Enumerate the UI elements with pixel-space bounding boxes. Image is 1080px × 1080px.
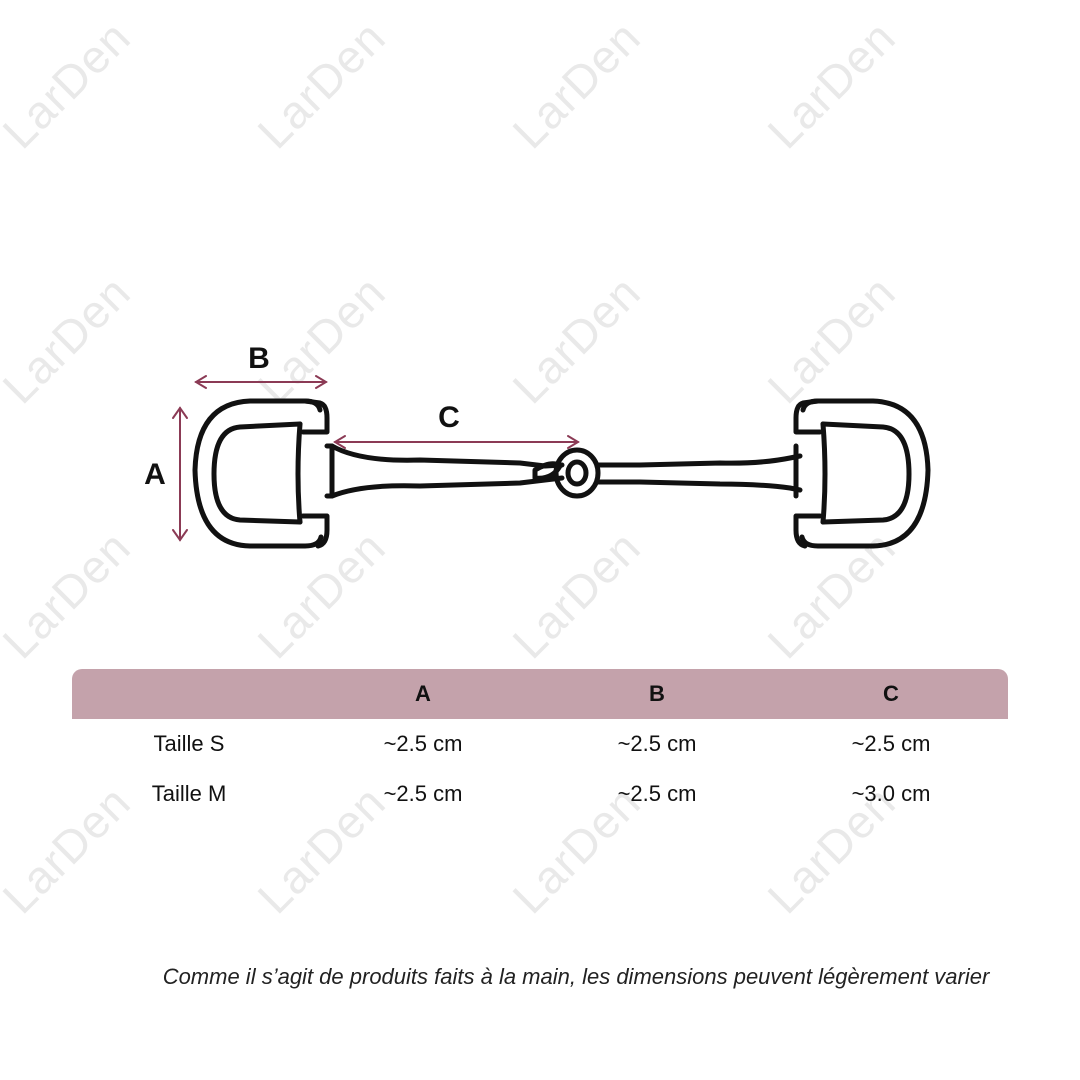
left-cheek <box>295 421 303 525</box>
value-cell-c: ~2.5 cm <box>851 731 931 756</box>
value-cell-a: ~2.5 cm <box>383 731 463 756</box>
value-cell-c: ~3.0 cm <box>851 781 931 806</box>
left-cheek-block-lower <box>300 513 330 549</box>
size-name-cell: Taille M <box>151 781 227 806</box>
header-cell-c: C <box>883 681 899 706</box>
dimension-label-b: B <box>248 342 270 375</box>
right-canon <box>595 453 803 468</box>
right-cheek-block <box>793 398 823 435</box>
left-canon-lower <box>324 475 565 499</box>
center-link <box>532 461 563 481</box>
size-table: A B C Taille S ~2.5 cm ~2.5 cm ~2.5 cm T… <box>72 669 1008 819</box>
dimension-arrow-b <box>194 375 328 389</box>
center-ring <box>553 447 601 499</box>
center-ring-inner <box>565 459 589 487</box>
left-cheek-block <box>300 398 330 435</box>
dimension-label-a: A <box>144 458 166 491</box>
value-cell-b: ~2.5 cm <box>617 781 697 806</box>
size-name-cell: Taille S <box>153 731 225 756</box>
right-cheek <box>820 421 828 525</box>
header-cell-b: B <box>649 681 665 706</box>
table-header: A B C <box>72 669 1008 719</box>
right-ring-inner <box>820 421 912 525</box>
right-canon-lower <box>595 479 803 493</box>
bit-outline <box>192 398 931 549</box>
value-cell-b: ~2.5 cm <box>617 731 697 756</box>
dimension-arrows <box>172 375 580 542</box>
table-row: Taille M ~2.5 cm ~2.5 cm ~3.0 cm <box>72 769 1008 819</box>
dimension-arrow-c <box>333 435 580 449</box>
left-ring-inner <box>211 421 303 525</box>
right-cheek-block-lower <box>793 513 823 549</box>
left-canon <box>324 443 565 469</box>
dimension-arrow-a <box>172 406 188 542</box>
header-cell-a: A <box>415 681 431 706</box>
dimension-label-c: C <box>438 401 460 434</box>
bit-diagram <box>172 375 931 549</box>
table-row: Taille S ~2.5 cm ~2.5 cm ~2.5 cm <box>72 719 1008 769</box>
value-cell-a: ~2.5 cm <box>383 781 463 806</box>
handmade-note: Comme il s’agit de produits faits à la m… <box>162 964 990 989</box>
